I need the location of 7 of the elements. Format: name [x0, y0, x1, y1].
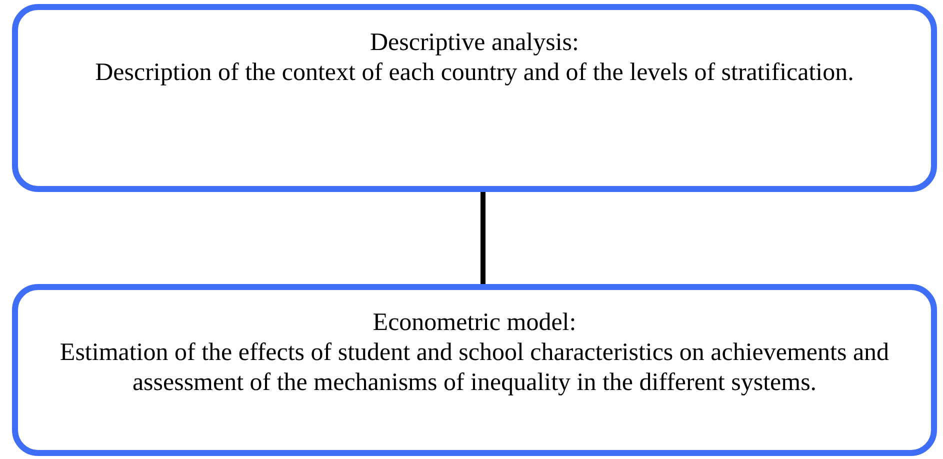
box-heading: Descriptive analysis:	[369, 28, 580, 58]
process-box	[12, 4, 937, 192]
box-text: Description of the context of each country and of the levels of stratification.	[94, 58, 855, 88]
connector-line	[480, 192, 486, 284]
process-box	[12, 284, 937, 456]
box-heading: Econometric model:	[372, 308, 578, 338]
box-text: Estimation of the effects of student and school characteristics on achievements and assessment of the mechanisms of inequality in the different systems.	[58, 338, 890, 398]
